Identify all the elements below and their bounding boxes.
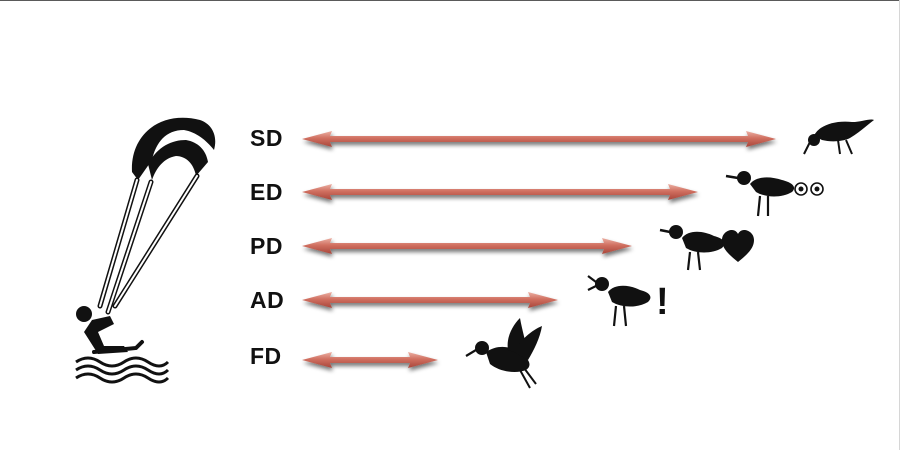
flying-bird-icon [465,318,542,389]
alert-mark: ! [656,281,669,323]
top-border [0,0,900,1]
arrow-ad [302,292,558,308]
arrow-fd [302,352,438,368]
label-ad: AD [250,287,285,313]
label-pd: PD [250,233,283,259]
heart-icon [722,230,754,262]
eyes-icon [794,182,824,196]
label-sd: SD [250,125,283,151]
bird-heart-icon [659,225,725,271]
foraging-bird-icon [803,119,874,155]
label-fd: FD [250,343,282,369]
label-ed: ED [250,179,283,205]
kitesurfer-icon [75,117,216,384]
alarm-bird-icon [587,275,651,327]
arrow-pd [302,238,632,254]
kite-canopy-icon [131,117,216,180]
arrow-ed [302,184,698,200]
arrow-sd [302,131,776,147]
watching-bird-icon [725,171,795,217]
